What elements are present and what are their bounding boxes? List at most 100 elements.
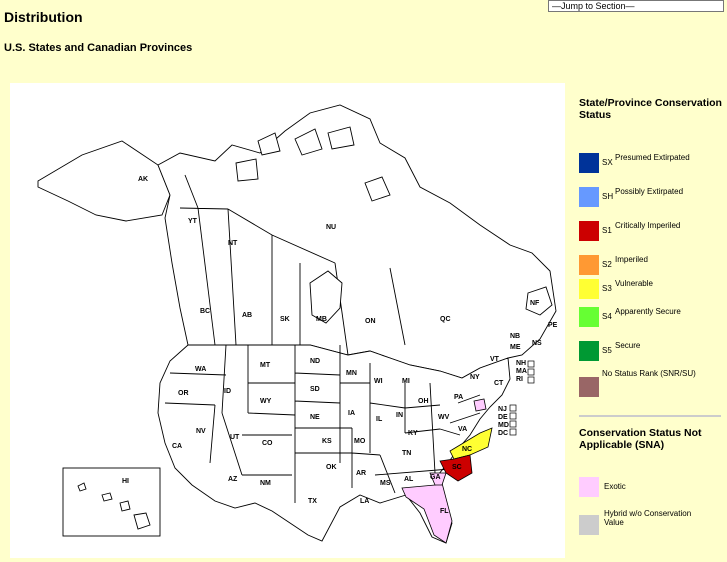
swatch-exotic — [579, 477, 599, 497]
label-wv: WV — [438, 414, 450, 421]
label-sk: SK — [280, 316, 290, 323]
legend-heading: State/Province Conservation Status — [579, 97, 722, 121]
ne-callout-boxes — [509, 360, 535, 436]
swatch-s4 — [579, 307, 599, 327]
label-ns: NS — [532, 340, 542, 347]
label-tn: TN — [402, 450, 411, 457]
label-mt: MT — [260, 362, 271, 369]
label-mi: MI — [402, 378, 410, 385]
label-nt: NT — [228, 240, 238, 247]
label-ar: AR — [356, 470, 366, 477]
label-ut: UT — [230, 434, 240, 441]
code-sx: SX — [602, 158, 613, 167]
label-nf: NF — [530, 300, 540, 307]
legend-row-s4: S4 Apparently Secure — [579, 307, 725, 329]
label-ky: KY — [408, 430, 418, 437]
label-vt: VT — [490, 356, 500, 363]
canada-borders — [179, 174, 406, 356]
label-va: VA — [458, 426, 467, 433]
label-hybrid: Hybrid w/o Conservation Value — [604, 509, 692, 527]
swatch-s2 — [579, 255, 599, 275]
label-me: ME — [510, 344, 521, 351]
label-mn: MN — [346, 370, 357, 377]
arctic-islands — [235, 126, 391, 202]
label-ia: IA — [348, 410, 355, 417]
legend-row-sh: SH Possibly Extirpated — [579, 187, 725, 209]
legend-row-snr: No Status Rank (SNR/SU) — [579, 369, 725, 405]
jump-to-section-select[interactable]: —Jump to Section— — [548, 0, 724, 12]
label-or: OR — [178, 390, 189, 397]
distribution-map: AK YT NT NU BC AB SK MB ON QC NF PE NB N… — [10, 83, 565, 558]
legend-row-exotic: Exotic — [579, 477, 725, 499]
code-s4: S4 — [602, 312, 612, 321]
label-ca: CA — [172, 443, 182, 450]
legend-row-s3: S3 Vulnerable — [579, 279, 725, 301]
label-sd: SD — [310, 386, 320, 393]
label-ne: NE — [310, 414, 320, 421]
label-nc: NC — [462, 446, 472, 453]
label-sx: Presumed Extirpated — [615, 153, 690, 162]
label-nd: ND — [310, 358, 320, 365]
label-s3: Vulnerable — [615, 279, 653, 288]
label-s5: Secure — [615, 341, 641, 350]
label-ab: AB — [242, 312, 252, 319]
state-md-exotic — [473, 398, 487, 412]
label-ma: MA — [516, 368, 527, 375]
label-ga: GA — [430, 474, 441, 481]
label-ks: KS — [322, 438, 332, 445]
newfoundland — [525, 286, 553, 316]
label-co: CO — [262, 440, 273, 447]
label-id: ID — [224, 388, 231, 395]
label-ct: CT — [494, 380, 504, 387]
label-qc: QC — [440, 316, 451, 323]
swatch-s3 — [579, 279, 599, 299]
state-ga-exotic — [429, 472, 447, 486]
page-subtitle: U.S. States and Canadian Provinces — [4, 42, 193, 54]
legend-row-sx: SX Presumed Extirpated — [579, 153, 725, 175]
label-ok: OK — [326, 464, 337, 471]
code-s1: S1 — [602, 226, 612, 235]
na-heading: Conservation Status Not Applicable (SNA) — [579, 427, 702, 451]
legend-row-s2: S2 Imperiled — [579, 255, 725, 277]
label-wy: WY — [260, 398, 272, 405]
label-de: DE — [498, 414, 508, 421]
label-in: IN — [396, 412, 403, 419]
label-tx: TX — [308, 498, 317, 505]
us-borders — [164, 344, 481, 503]
state-ak — [37, 140, 171, 222]
label-fl: FL — [440, 508, 449, 515]
label-md: MD — [498, 422, 509, 429]
label-ak: AK — [138, 176, 148, 183]
legend-row-s1: S1 Critically Imperiled — [579, 221, 725, 243]
canada-outline — [157, 104, 557, 379]
page-title: Distribution — [4, 9, 83, 25]
hudson-bay — [309, 270, 343, 324]
label-nv: NV — [196, 428, 206, 435]
swatch-sx — [579, 153, 599, 173]
legend-row-s5: S5 Secure — [579, 341, 725, 363]
swatch-snr — [579, 377, 599, 397]
label-mo: MO — [354, 438, 366, 445]
swatch-s1 — [579, 221, 599, 241]
label-yt: YT — [188, 218, 198, 225]
label-s4: Apparently Secure — [615, 307, 681, 316]
label-ms: MS — [380, 480, 391, 487]
label-on: ON — [365, 318, 376, 325]
label-pe: PE — [548, 322, 558, 329]
swatch-sh — [579, 187, 599, 207]
label-nj: NJ — [498, 406, 507, 413]
code-s5: S5 — [602, 346, 612, 355]
label-az: AZ — [228, 476, 238, 483]
label-sc: SC — [452, 464, 462, 471]
label-nu: NU — [326, 224, 336, 231]
label-pa: PA — [454, 394, 463, 401]
label-al: AL — [404, 476, 414, 483]
label-wa: WA — [195, 366, 206, 373]
swatch-hybrid — [579, 515, 599, 535]
label-sh: Possibly Extirpated — [615, 187, 684, 196]
label-dc: DC — [498, 430, 508, 437]
code-s3: S3 — [602, 284, 612, 293]
label-exotic: Exotic — [604, 482, 626, 491]
legend-row-hybrid: Hybrid w/o Conservation Value — [579, 509, 725, 543]
code-sh: SH — [602, 192, 614, 201]
